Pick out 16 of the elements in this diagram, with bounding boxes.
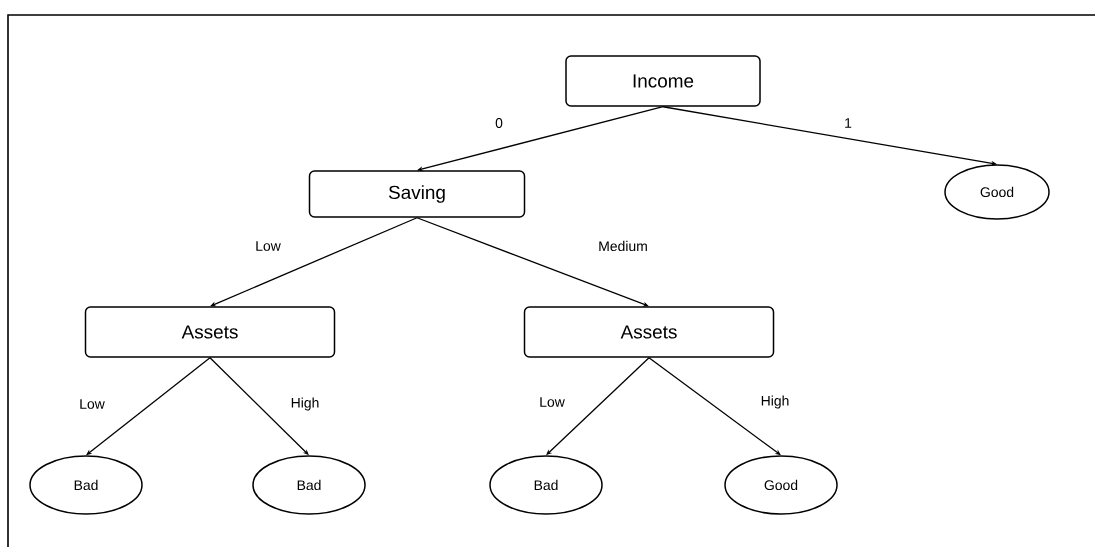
- decision-box: Income: [565, 55, 761, 107]
- edge-label: High: [289, 396, 321, 412]
- edge-label: High: [759, 394, 791, 410]
- decision-box: Assets: [523, 306, 775, 358]
- arrow: [210, 217, 418, 307]
- edge-label: Low: [78, 398, 106, 410]
- edge-label: Medium: [597, 239, 649, 253]
- decision-box: Saving: [308, 170, 526, 218]
- arrow: [416, 217, 649, 307]
- arrow: [417, 106, 664, 172]
- edge-label: Low: [254, 240, 282, 252]
- edge-label: 0: [494, 117, 504, 129]
- arrow: [662, 106, 997, 166]
- edge-label: Low: [538, 396, 566, 408]
- edge-label: 1: [843, 117, 853, 129]
- decision-box: Assets: [84, 306, 336, 358]
